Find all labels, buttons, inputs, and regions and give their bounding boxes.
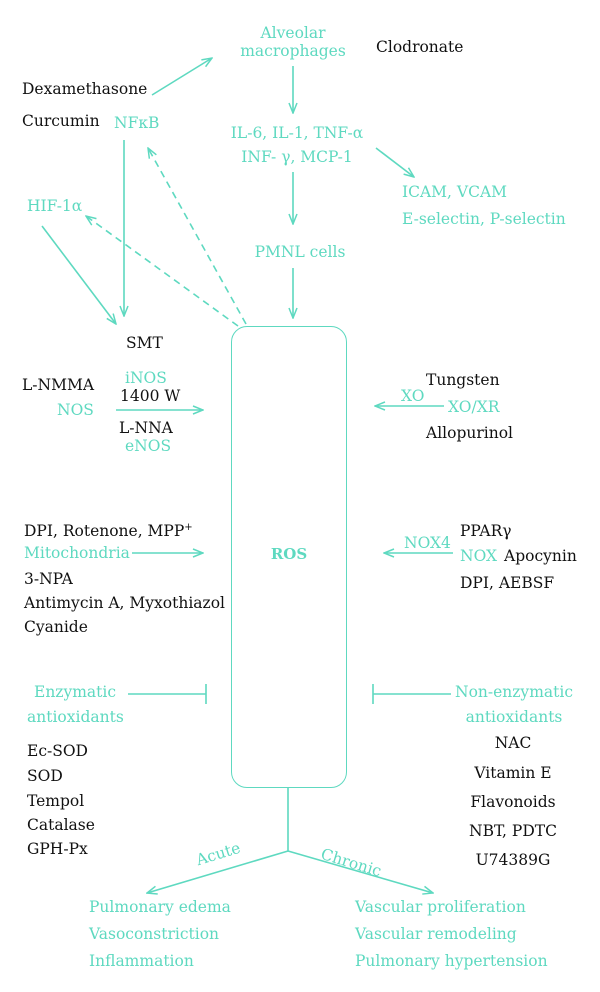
enos-label: eNOS <box>125 437 172 455</box>
nox-label: NOX <box>460 547 498 565</box>
mito-inhibitor-3: Antimycin A, Myxothiazol <box>24 594 225 612</box>
xoxr-label: XO/XR <box>448 398 500 416</box>
arrow-cytokines-adhesion <box>375 147 414 177</box>
curcumin-label: Curcumin <box>22 112 100 130</box>
alveolar-label-2: macrophages <box>240 42 346 60</box>
cytokines-label-1: IL-6, IL-1, TNF-α <box>230 124 364 142</box>
cytokines-label-2: INF- γ, MCP-1 <box>241 148 353 166</box>
arrow-dexamethasone-macrophages <box>151 58 212 96</box>
arrow-chronic <box>287 850 433 893</box>
arrow-ros-nfkb <box>148 148 247 325</box>
xo-label: XO <box>401 387 425 405</box>
inos-label: iNOS <box>125 369 167 387</box>
nox4-label: NOX4 <box>404 534 451 552</box>
nfkb-label: NFκB <box>114 114 160 132</box>
acute-outcome: Pulmonary edema <box>89 898 231 916</box>
dexamethasone-label: Dexamethasone <box>22 80 148 98</box>
pmnl-label: PMNL cells <box>254 243 346 261</box>
arrow-acute <box>147 850 289 893</box>
ppar-label: PPARγ <box>460 522 512 540</box>
nonenzymatic-item: Vitamin E <box>474 764 552 782</box>
clodronate-label: Clodronate <box>376 38 464 56</box>
lnmma-label: L-NMMA <box>22 376 95 394</box>
chronic-outcome: Vascular proliferation <box>355 898 526 916</box>
mito-inhibitor-4: Cyanide <box>24 618 88 636</box>
apocynin-label: Apocynin <box>504 547 577 565</box>
nonenzymatic-item: NBT, PDTC <box>469 822 557 840</box>
alveolar-label-1: Alveolar <box>260 24 326 42</box>
nos-label: NOS <box>57 401 94 419</box>
w1400-label: 1400 W <box>120 387 181 405</box>
dpi-aebsf-label: DPI, AEBSF <box>460 574 555 592</box>
nonenzymatic-item: Flavonoids <box>470 793 556 811</box>
nonenzymatic-title-1: Non-enzymatic <box>455 683 573 701</box>
adhesion-label-2: E-selectin, P-selectin <box>402 210 566 228</box>
ros-box <box>231 326 347 788</box>
enzymatic-item: Tempol <box>27 792 85 810</box>
chronic-outcome: Pulmonary hypertension <box>355 952 548 970</box>
ros-label: ROS <box>270 545 308 563</box>
enzymatic-title-1: Enzymatic <box>34 683 117 701</box>
enzymatic-item: Ec-SOD <box>27 742 88 760</box>
arrow-hif-smt <box>41 225 116 324</box>
allopurinol-label: Allopurinol <box>426 424 513 442</box>
enzymatic-item: Catalase <box>27 816 95 834</box>
hif-label: HIF-1α <box>27 197 83 215</box>
acute-outcome: Vasoconstriction <box>89 925 220 943</box>
mitochondria-label: Mitochondria <box>24 544 130 562</box>
adhesion-label-1: ICAM, VCAM <box>402 183 508 201</box>
chronic-outcome: Vascular remodeling <box>355 925 517 943</box>
mito-inhibitor-2: 3-NPA <box>24 570 73 588</box>
arrow-ros-hif <box>86 216 239 327</box>
enzymatic-item: SOD <box>27 767 63 785</box>
nonenzymatic-item: NAC <box>494 734 532 752</box>
mito-inhibitor-1-sup: + <box>184 522 193 533</box>
smt-label: SMT <box>126 334 163 352</box>
nonenzymatic-item: U74389G <box>475 851 551 869</box>
mito-inhibitor-1: DPI, Rotenone, MPP+ <box>24 522 193 541</box>
nonenzymatic-title-2: antioxidants <box>465 708 563 726</box>
enzymatic-item: GPH-Px <box>27 840 88 858</box>
lnna-label: L-NNA <box>119 419 173 437</box>
enzymatic-title-2: antioxidants <box>27 708 124 726</box>
tungsten-label: Tungsten <box>426 371 500 389</box>
acute-outcome: Inflammation <box>89 952 194 970</box>
